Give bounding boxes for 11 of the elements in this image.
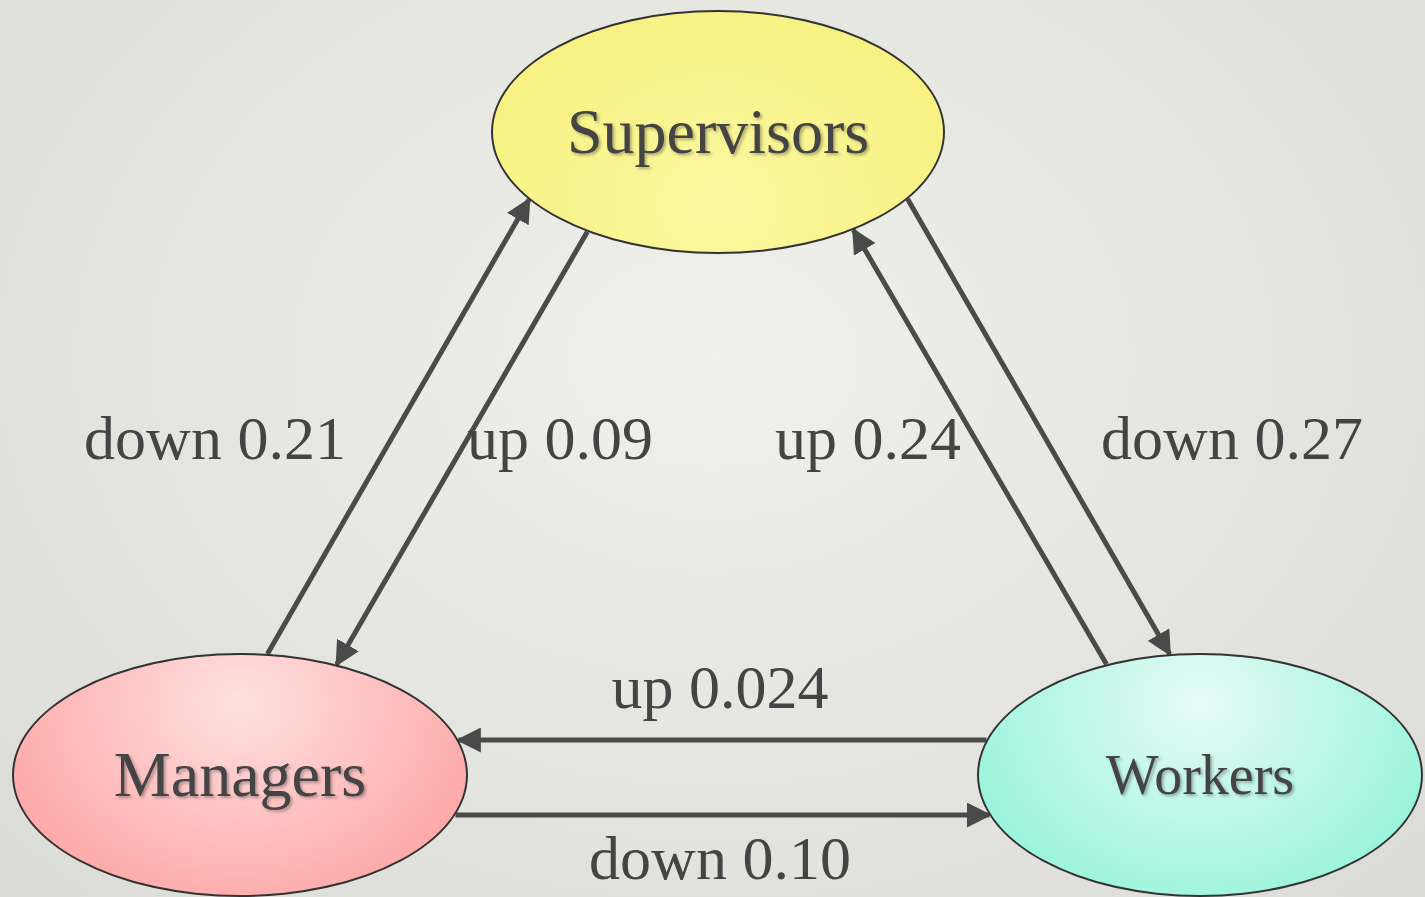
node-label: Managers: [113, 738, 367, 812]
edge-label: down 0.21: [84, 407, 346, 469]
arrow: [851, 227, 1109, 666]
arrow: [265, 197, 532, 656]
node-label: Workers: [1105, 743, 1295, 807]
arrow: [334, 230, 590, 667]
arrow: [455, 802, 992, 828]
edge-label: down 0.10: [589, 827, 851, 889]
node-label: Supervisors: [566, 95, 870, 169]
arrow: [455, 727, 987, 753]
edge-label: down 0.27: [1101, 407, 1363, 469]
